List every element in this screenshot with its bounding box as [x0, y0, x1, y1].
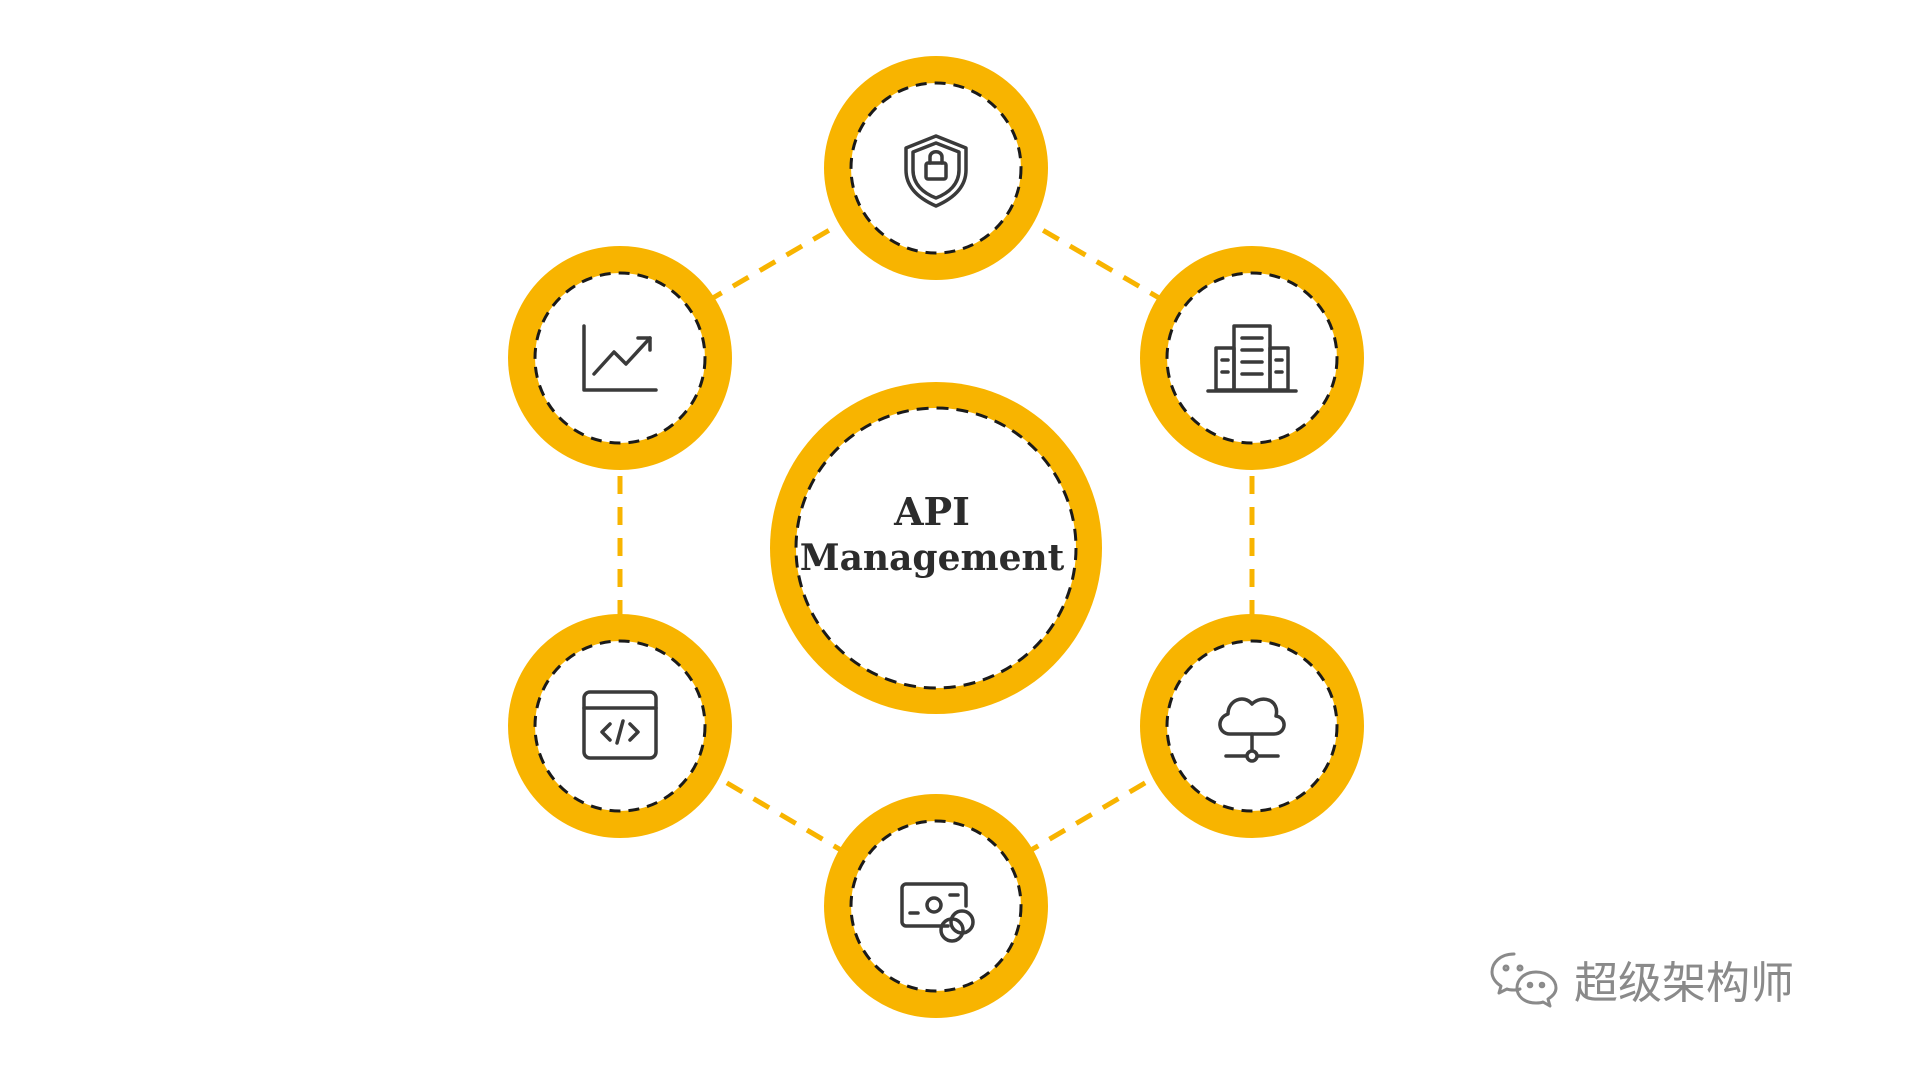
node-developer — [508, 614, 732, 838]
node-payments — [824, 794, 1048, 1018]
center-title-line2: Management — [799, 536, 1065, 579]
cloud-network-icon — [1218, 697, 1286, 763]
watermark-text: 超级架构师 — [1574, 958, 1794, 1009]
center-title: API Management — [782, 488, 1082, 581]
growth-chart-icon — [582, 324, 658, 392]
wechat-icon — [1490, 952, 1558, 1008]
node-security — [824, 56, 1048, 280]
payment-card-icon — [900, 882, 975, 943]
node-enterprise — [1140, 246, 1364, 470]
node-cloud — [1140, 614, 1364, 838]
office-building-icon — [1206, 324, 1298, 393]
code-window-icon — [582, 690, 658, 760]
node-analytics — [508, 246, 732, 470]
center-title-line1: API — [894, 489, 970, 534]
center-hub — [770, 382, 1102, 714]
shield-lock-icon — [904, 134, 968, 208]
watermark: 超级架构师 — [1488, 944, 1794, 1014]
